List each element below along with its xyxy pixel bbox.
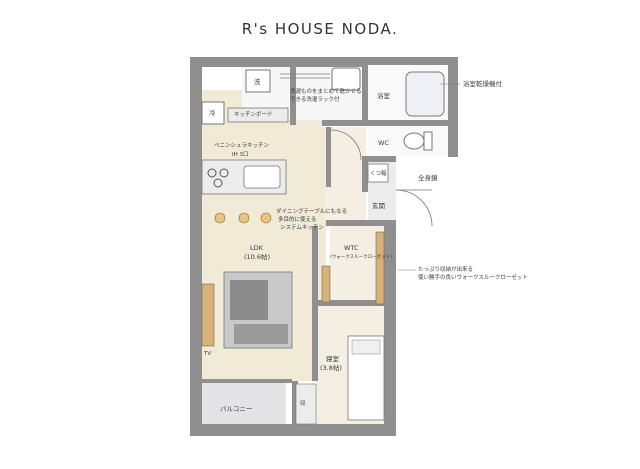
closet-rack — [375, 231, 385, 305]
mirror-note: 全身鏡 — [418, 174, 438, 182]
door-swing — [395, 189, 433, 227]
wash-basin-icon — [331, 67, 361, 91]
balcony-area — [202, 381, 286, 424]
tv-stand — [201, 283, 215, 347]
bath-dryer-note: 浴室乾燥機付 — [463, 80, 502, 88]
dining-note-1: ダイニングテーブルにもなる — [276, 209, 348, 215]
sofa-set — [223, 271, 293, 349]
ldk-label: LDK — [250, 244, 263, 252]
washer-icon — [245, 69, 271, 93]
entrance-label: 玄関 — [372, 202, 385, 210]
sink-icon — [243, 165, 281, 189]
kitchen-label: ペニンシュラキッチン — [214, 143, 270, 149]
toilet-icon — [403, 132, 425, 150]
plan-title: R's HOUSE NODA. — [241, 20, 399, 38]
ih-stove-icon — [207, 168, 229, 188]
bath-label: 浴室 — [377, 92, 390, 100]
shoe-box-label: くつ箱 — [370, 171, 387, 177]
fridge-label: 冷 — [209, 109, 216, 117]
walkin-note-1: たっぷり収納が出来る — [418, 267, 474, 273]
wtc-sub-label: (ウォークスルークローゼット) — [330, 255, 392, 260]
washer-label: 洗 — [254, 78, 261, 86]
interior-walls — [290, 65, 448, 424]
bath-top-wall — [362, 57, 458, 65]
balcony-divider — [202, 379, 292, 383]
laundry-note-1: 洗濯ものをまとめて乾かせる — [290, 89, 362, 95]
shoe-box-icon — [367, 163, 389, 183]
wc-label: WC — [378, 139, 389, 147]
bedroom-size: (3.8帖) — [320, 364, 342, 372]
hall-floor — [326, 127, 366, 227]
fridge-icon — [201, 101, 225, 125]
stools — [214, 212, 272, 224]
ldk-size: (10.6帖) — [244, 253, 271, 261]
dining-note-3: システムキッチン — [280, 225, 324, 231]
laundry-note-2: できる洗濯ラック付 — [290, 97, 340, 103]
kitchen-board-label: キッチンボード — [234, 112, 273, 118]
dining-note-2: 多目的に使える — [278, 217, 317, 223]
bedroom-label: 寝室 — [326, 355, 339, 363]
balcony-label: バルコニー — [220, 405, 253, 413]
ih-label: IH 3口 — [232, 152, 249, 158]
wtc-floor — [330, 226, 384, 306]
door-swing — [330, 129, 362, 161]
bathtub-icon — [405, 71, 445, 117]
walkin-note-2: 使い勝手の良いウォークスルークローゼット — [418, 275, 528, 281]
tv-label: TV — [204, 351, 212, 357]
exterior-walls — [190, 57, 458, 436]
bedroom-closet — [295, 383, 317, 425]
wtc-label: WTC — [344, 244, 359, 252]
closet-label: 収 — [300, 401, 306, 407]
closet-rack — [321, 265, 331, 303]
kitchen-board-icon — [227, 107, 289, 123]
